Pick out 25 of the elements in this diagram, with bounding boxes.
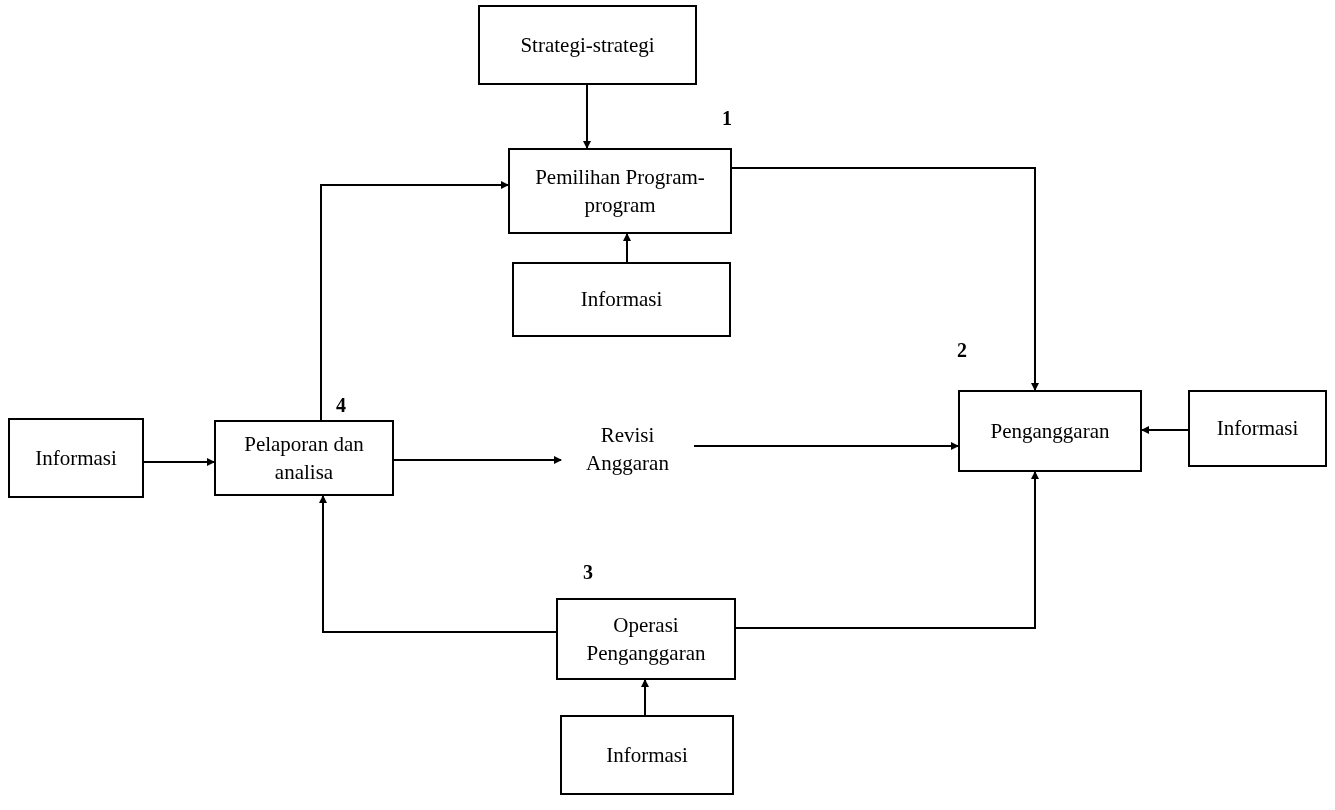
process-box: Informasi	[1188, 390, 1327, 467]
arrow	[623, 233, 631, 263]
arrow	[641, 679, 649, 716]
arrow	[319, 495, 557, 633]
arrow	[393, 456, 562, 464]
process-box: Strategi-strategi	[478, 5, 697, 85]
step-number: 1	[722, 108, 732, 128]
process-box: Pelaporan dan analisa	[214, 420, 394, 496]
arrow	[1141, 426, 1189, 434]
arrow	[143, 458, 215, 466]
process-box: Informasi	[512, 262, 731, 337]
process-box: Pemilihan Program-program	[508, 148, 732, 234]
step-number: 2	[957, 340, 967, 360]
step-number: 4	[336, 395, 346, 415]
process-label: Revisi Anggaran	[565, 412, 690, 486]
step-number: 3	[583, 562, 593, 582]
process-box: Operasi Penganggaran	[556, 598, 736, 680]
process-box: Informasi	[8, 418, 144, 498]
arrow	[735, 471, 1039, 629]
arrow	[693, 442, 959, 450]
arrow	[583, 84, 591, 149]
arrow	[731, 167, 1039, 391]
process-box: Penganggaran	[958, 390, 1142, 472]
arrow	[320, 181, 509, 421]
process-box: Informasi	[560, 715, 734, 795]
